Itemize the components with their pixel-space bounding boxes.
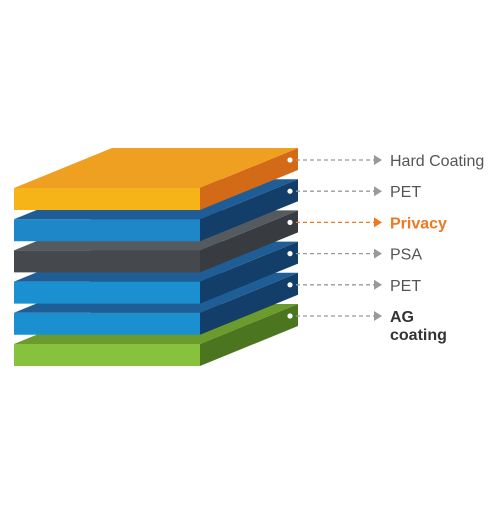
layer-side-face: [200, 272, 298, 335]
layer-callout: Hard Coating: [287, 153, 484, 170]
layer-top-face: [14, 148, 298, 188]
layer-label-line: PSA: [390, 247, 422, 264]
arrowhead-icon: [374, 155, 382, 165]
arrowhead-icon: [374, 279, 382, 290]
layer-side-face: [200, 241, 298, 304]
connector-dot: [287, 282, 293, 288]
connector-dot: [287, 219, 293, 225]
layer-slab: [14, 148, 298, 210]
layer-label-line: PET: [390, 278, 421, 295]
layer-front-face: [14, 250, 200, 273]
layer-label-line: Privacy: [390, 215, 447, 232]
layer-side-face: [200, 210, 298, 273]
connector-dot: [287, 157, 293, 163]
arrowhead-icon: [374, 248, 382, 259]
layer-label: PSA: [390, 247, 422, 264]
layer-callout: PET: [287, 184, 421, 201]
layer-callout: Privacy: [287, 215, 447, 232]
layer-label: PET: [390, 184, 421, 201]
layer-label-line: AG: [390, 309, 414, 326]
layer-label-line: coating: [390, 327, 447, 344]
layer-side-face: [200, 148, 298, 210]
arrowhead-icon: [374, 217, 382, 228]
layer-callout: PET: [287, 278, 421, 295]
arrowhead-icon: [374, 311, 382, 321]
layer-label: PET: [390, 278, 421, 295]
layer-front-face: [14, 312, 200, 335]
layer-side-face: [200, 179, 298, 242]
connector-dot: [287, 188, 293, 194]
layer-label: Privacy: [390, 215, 447, 232]
layer-front-face: [14, 188, 200, 210]
layer-front-face: [14, 281, 200, 304]
layer-front-face: [14, 219, 200, 242]
layer-label-line: PET: [390, 184, 421, 201]
connector-dot: [287, 313, 293, 319]
layer-label: Hard Coating: [390, 153, 484, 170]
layer-callout: PSA: [287, 247, 422, 264]
layer-side-face: [200, 304, 298, 366]
arrowhead-icon: [374, 186, 382, 197]
connector-dot: [287, 251, 293, 257]
layer-label-line: Hard Coating: [390, 153, 484, 170]
layer-front-face: [14, 344, 200, 366]
